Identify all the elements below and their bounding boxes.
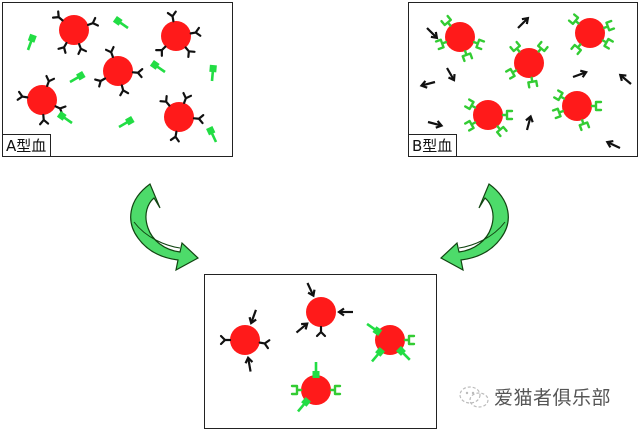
red-cell-a-agglutinated xyxy=(293,280,355,338)
red-cell xyxy=(94,45,144,97)
red-cell xyxy=(567,13,616,56)
red-cell xyxy=(51,10,100,56)
mixed-cells xyxy=(219,280,416,415)
red-cell xyxy=(505,40,549,89)
panel-label-type-a: A型血 xyxy=(3,134,52,156)
panel-label-type-b: B型血 xyxy=(409,134,458,156)
red-cell-a-agglutinated xyxy=(219,307,271,374)
red-cell xyxy=(155,10,202,59)
watermark-text: 爱猫者俱乐部 xyxy=(494,387,612,409)
red-cell xyxy=(159,91,205,143)
red-cell xyxy=(16,74,67,126)
panel-type-a: A型血 xyxy=(2,2,233,157)
red-cell-b-agglutinated xyxy=(363,319,416,365)
red-cell xyxy=(464,98,514,138)
right-curved-arrow xyxy=(439,183,509,272)
red-cell xyxy=(434,14,486,63)
wechat-bubble-icon xyxy=(459,385,489,408)
watermark: 爱猫者俱乐部 xyxy=(458,383,611,410)
type-b-cells xyxy=(434,13,616,138)
left-curved-arrow xyxy=(130,183,200,272)
red-cell-b-agglutinated xyxy=(290,360,342,415)
panel-type-b: B型血 xyxy=(408,2,638,157)
type-a-cells xyxy=(16,10,205,143)
red-cell xyxy=(551,89,603,132)
